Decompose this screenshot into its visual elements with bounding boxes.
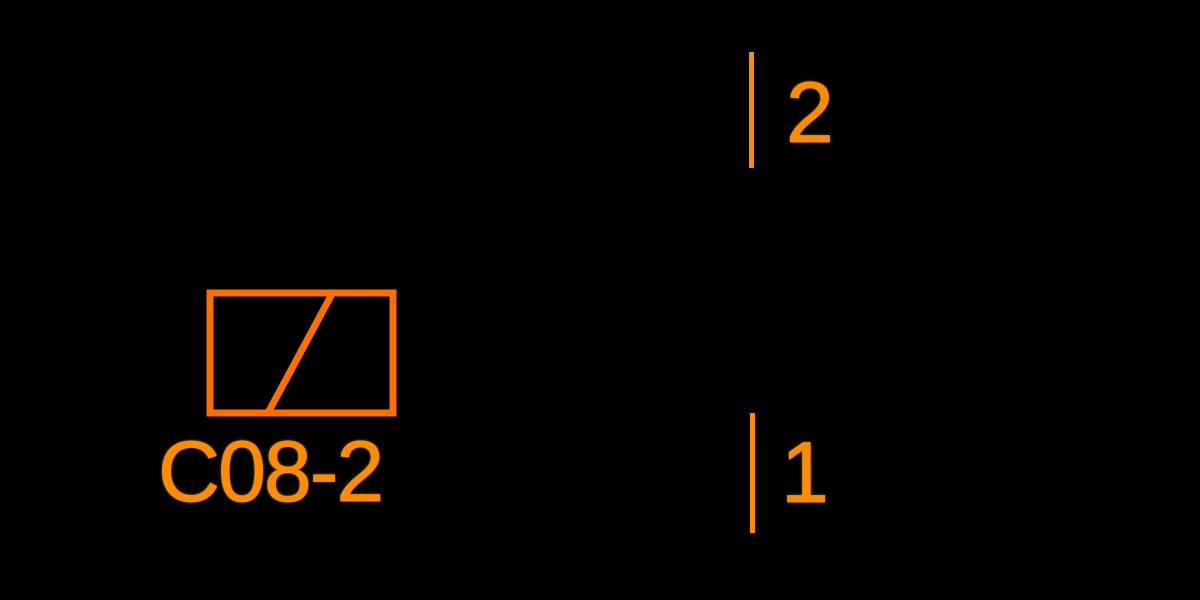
pin-1-number-label: 1: [781, 425, 830, 521]
component-c08-2[interactable]: [206, 289, 397, 417]
pin-2-number-label: 2: [786, 65, 835, 161]
component-body-rect[interactable]: [206, 289, 397, 417]
component-diagonal-slash-icon: [265, 292, 336, 413]
component-refdes-label[interactable]: C08-2: [158, 424, 385, 520]
